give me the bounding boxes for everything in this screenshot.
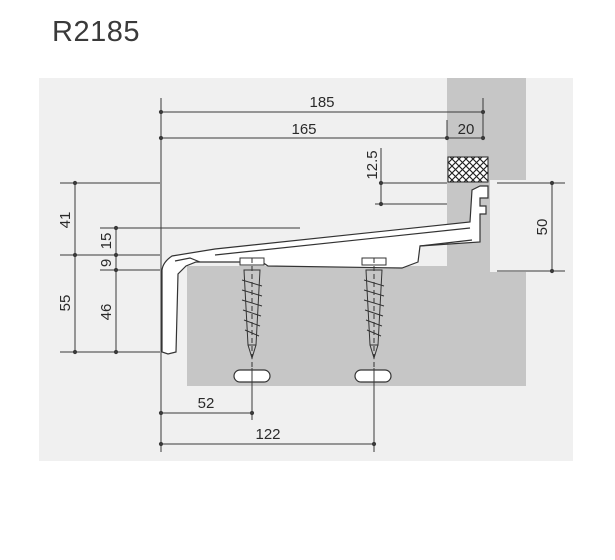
- dim-9-label: 9: [98, 259, 115, 267]
- insulation-hatch: [447, 156, 489, 183]
- dimension-lines: [60, 98, 565, 452]
- dim-12-5-label: 12.5: [364, 150, 381, 179]
- technical-drawing: 185 165 20 12.5 41 55 46 9 15 50 52 122: [57, 78, 565, 452]
- technical-drawing-panel: 185 165 20 12.5 41 55 46 9 15 50 52 122: [39, 78, 573, 461]
- dim-41-label: 41: [57, 212, 74, 229]
- dim-52-label: 52: [198, 395, 215, 412]
- dim-15-label: 15: [98, 233, 115, 250]
- dim-50-label: 50: [534, 219, 551, 236]
- dim-20-label: 20: [458, 121, 475, 138]
- dim-165-label: 165: [291, 121, 316, 138]
- dim-46-label: 46: [98, 304, 115, 321]
- screw-anchor-left: [239, 257, 265, 368]
- drawing-title: R2185: [52, 16, 140, 48]
- dim-185-label: 185: [309, 94, 334, 111]
- wall-lower-block: [187, 266, 526, 386]
- slot-hole-right: [354, 369, 392, 383]
- screw-anchor-right: [361, 257, 387, 368]
- dim-55-label: 55: [57, 295, 74, 312]
- wall-recess: [490, 180, 526, 272]
- dim-122-label: 122: [255, 426, 280, 443]
- dimension-labels: 185 165 20 12.5 41 55 46 9 15 50 52 122: [57, 94, 551, 443]
